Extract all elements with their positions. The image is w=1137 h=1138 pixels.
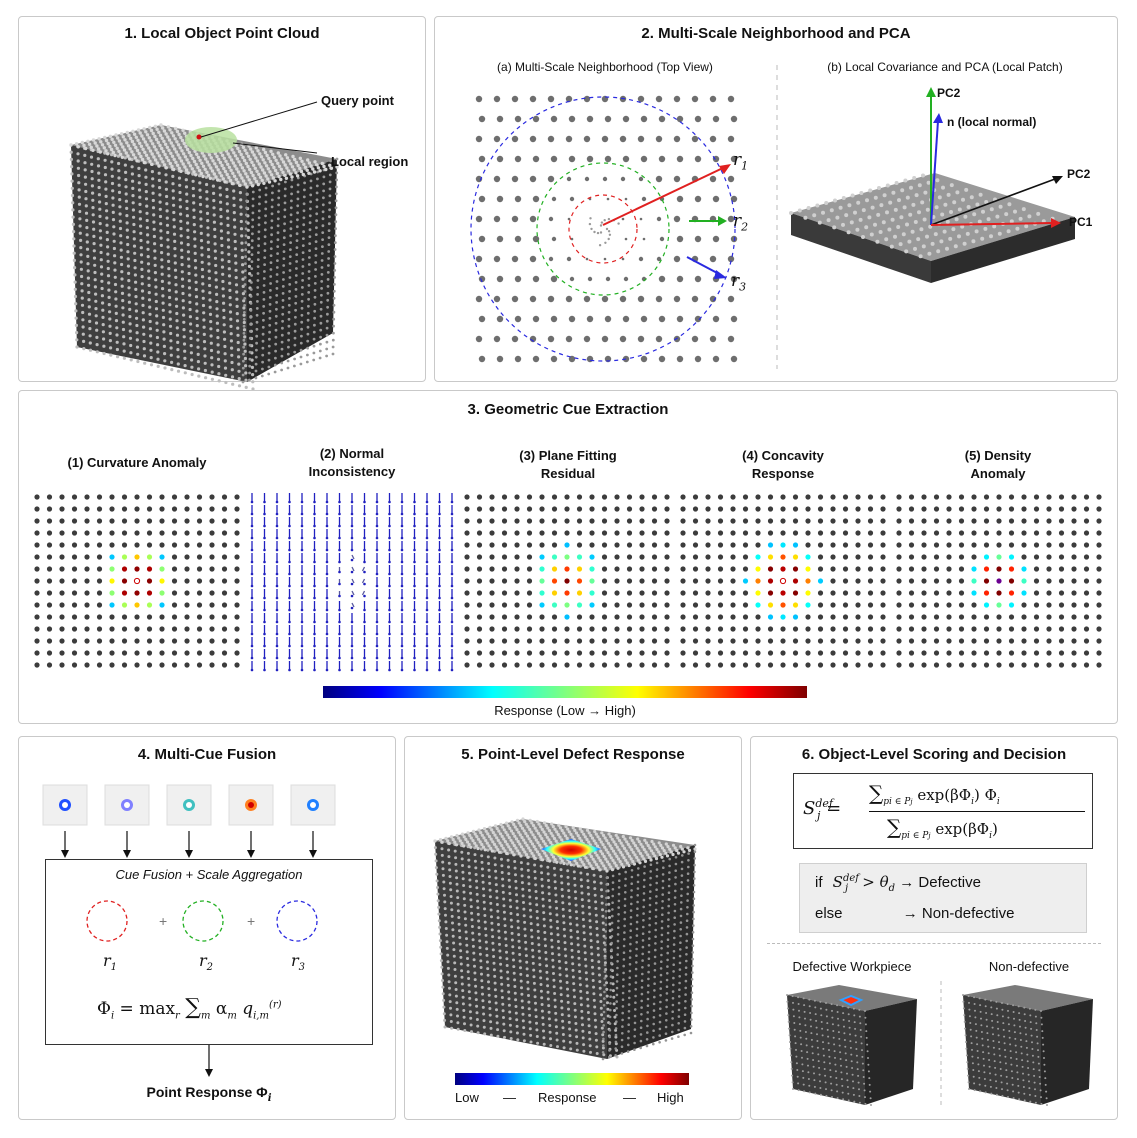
local-region-label: Local region xyxy=(331,154,409,169)
pc2-right-label: PC2 xyxy=(1067,167,1091,181)
panel-local-object-point-cloud: 1. Local Object Point Cloud Query point … xyxy=(18,16,426,391)
point-response-output: Point Response Φi xyxy=(146,1084,272,1104)
colorbar-dash-1: — xyxy=(503,1090,516,1105)
normal-label: n (local normal) xyxy=(947,115,1037,129)
fusion-formula: Φi = maxr ∑m αm qi,m(r) xyxy=(97,995,282,1022)
cue-patch-1 xyxy=(34,494,240,668)
score-numerator: ∑pi ∈ Pj exp(βΦi) Φi xyxy=(869,781,1000,807)
pc2-top-label: PC2 xyxy=(937,86,961,100)
panel-multi-cue-fusion: 4. Multi-Cue Fusion Cue Fusion + Scale A… xyxy=(18,736,396,1120)
panel-geometric-cue-extraction: 3. Geometric Cue Extraction (1) Curvatur… xyxy=(18,390,1118,724)
cue-patch-5 xyxy=(896,494,1102,668)
query-point-label: Query point xyxy=(321,93,394,108)
defect-hotspot-small xyxy=(838,994,864,1007)
panel-title: 6. Object-Level Scoring and Decision xyxy=(801,746,1067,763)
colorbar-mid: Response xyxy=(538,1090,597,1105)
panel-title: 4. Multi-Cue Fusion xyxy=(137,746,277,763)
panel-multi-scale-neighborhood-pca: 2. Multi-Scale Neighborhood and PCA (a) … xyxy=(434,16,1118,382)
r3-label: r3 xyxy=(731,271,747,294)
panel-title: 3. Geometric Cue Extraction xyxy=(467,401,669,418)
local-region-highlight xyxy=(185,127,237,153)
panel-object-level-scoring: 6. Object-Level Scoring and Decision Sde… xyxy=(750,736,1118,1120)
cue-1-label: (1) Curvature Anomaly xyxy=(67,455,207,470)
r1-label: r1 xyxy=(733,150,749,173)
cue-patch-3 xyxy=(464,494,670,668)
subtitle-a: (a) Multi-Scale Neighborhood (Top View) xyxy=(497,60,713,74)
decision-if-line: if Sdefj > θd → Defective xyxy=(815,873,981,894)
top-view-neighborhood xyxy=(470,65,1075,369)
fusion-r3-label: r3 xyxy=(291,951,306,974)
pc1-label: PC1 xyxy=(1069,215,1093,229)
decision-rule-box xyxy=(799,863,1087,933)
cue-patch-4 xyxy=(680,494,886,668)
panel-title: 2. Multi-Scale Neighborhood and PCA xyxy=(641,25,911,42)
subtitle-b: (b) Local Covariance and PCA (Local Patc… xyxy=(827,60,1063,74)
response-colorbar xyxy=(455,1073,689,1085)
workpiece-comparison xyxy=(786,981,1093,1107)
defective-workpiece-label: Defective Workpiece xyxy=(792,959,912,974)
panel-title: 1. Local Object Point Cloud xyxy=(124,25,320,42)
fraction-bar xyxy=(869,811,1085,812)
defect-response-cube xyxy=(433,817,697,1085)
cue-patch-2 xyxy=(250,493,454,672)
panel-point-level-defect-response: 5. Point-Level Defect Response Low — Res… xyxy=(404,736,742,1120)
response-colorbar xyxy=(323,686,807,698)
fusion-box xyxy=(45,859,373,1045)
colorbar-low: Low xyxy=(455,1090,479,1105)
panel-title: 5. Point-Level Defect Response xyxy=(461,746,685,763)
colorbar-dash-2: — xyxy=(623,1090,636,1105)
plus-1: + xyxy=(159,913,168,929)
score-symbol: Sdefj = xyxy=(803,797,842,822)
colorbar-label: Response (Low → High) xyxy=(494,703,636,718)
decision-else-line: else → Non-defective xyxy=(815,905,1015,922)
plus-2: + xyxy=(247,913,256,929)
score-denominator: ∑pi ∈ Pj exp(βΦi) xyxy=(887,815,998,841)
point-cloud-cube xyxy=(69,101,339,391)
fusion-r2-label: r2 xyxy=(199,951,214,974)
non-defective-label: Non-defective xyxy=(988,959,1070,974)
section-divider xyxy=(767,943,1101,944)
defect-hotspot xyxy=(541,839,601,861)
fusion-label: Cue Fusion + Scale Aggregation xyxy=(115,867,303,882)
query-point-marker xyxy=(196,134,202,140)
cue-patches xyxy=(34,493,1102,698)
fusion-diagram xyxy=(42,784,336,1077)
fusion-r1-label: r1 xyxy=(103,951,118,974)
colorbar-high: High xyxy=(657,1090,684,1105)
r2-label: r2 xyxy=(733,211,749,234)
